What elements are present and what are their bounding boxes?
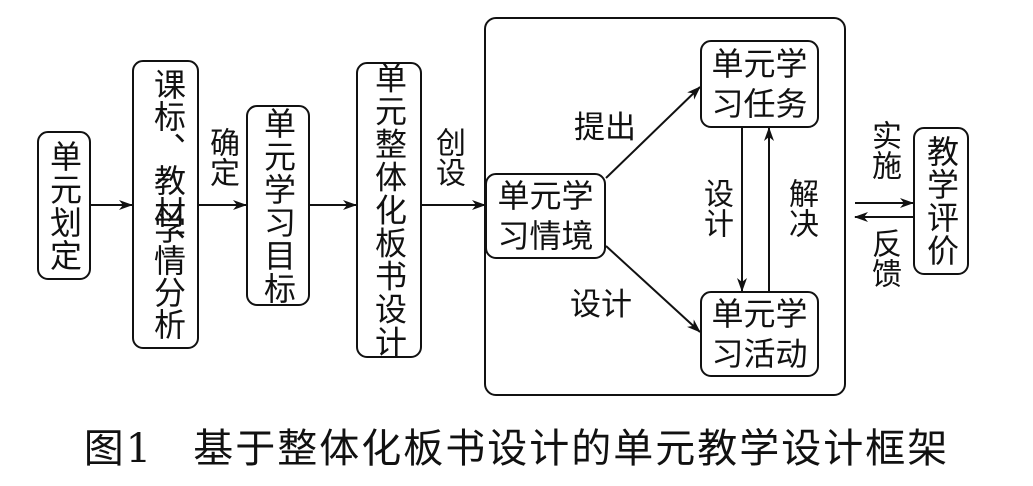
label-design-lower: 设计 — [570, 287, 632, 323]
teaching-evaluation-box: 教学评价 — [913, 127, 969, 275]
unit-goals-box: 单元学习目标 — [246, 105, 310, 306]
figure-number: 图1 — [83, 426, 154, 472]
unit-situation-line1: 单元学 — [497, 177, 594, 215]
label-design-down: 设计 — [698, 178, 733, 238]
curriculum-analysis-box: 课标、教材、 学情分析 — [132, 60, 199, 349]
unit-situation-line2: 习情境 — [497, 217, 594, 255]
label-feedback: 反馈 — [866, 228, 901, 288]
label-solve: 解决 — [783, 178, 818, 238]
unit-activity-line1: 单元学 — [711, 295, 808, 333]
unit-task-box: 单元学 习任务 — [700, 40, 819, 128]
arrow-situation-to-activity — [605, 245, 701, 333]
label-create: 创设 — [430, 127, 465, 187]
unit-activity-line2: 习活动 — [711, 335, 808, 373]
unit-task-line1: 单元学 — [711, 45, 808, 83]
label-determine: 确定 — [204, 127, 239, 187]
blackboard-design-text: 单元整体化板书设计 — [370, 61, 408, 359]
label-propose: 提出 — [574, 110, 636, 146]
unit-situation-box: 单元学 习情境 — [485, 173, 606, 259]
curriculum-analysis-col1: 课标、教材、 — [149, 68, 187, 260]
teaching-evaluation-text: 教学评价 — [922, 135, 960, 267]
unit-task-line2: 习任务 — [711, 85, 808, 123]
curriculum-analysis-col2: 学情分析 — [149, 212, 187, 340]
blackboard-design-box: 单元整体化板书设计 — [356, 61, 422, 359]
label-implement: 实施 — [866, 120, 901, 180]
figure-caption: 图1 基于整体化板书设计的单元教学设计框架 — [0, 416, 1033, 474]
figure-title: 基于整体化板书设计的单元教学设计框架 — [193, 426, 950, 472]
arrow-situation-to-task — [605, 86, 701, 179]
unit-activity-box: 单元学 习活动 — [700, 291, 819, 377]
unit-goals-text: 单元学习目标 — [259, 106, 297, 305]
unit-division-text: 单元划定 — [45, 139, 83, 272]
unit-division-box: 单元划定 — [37, 131, 91, 280]
